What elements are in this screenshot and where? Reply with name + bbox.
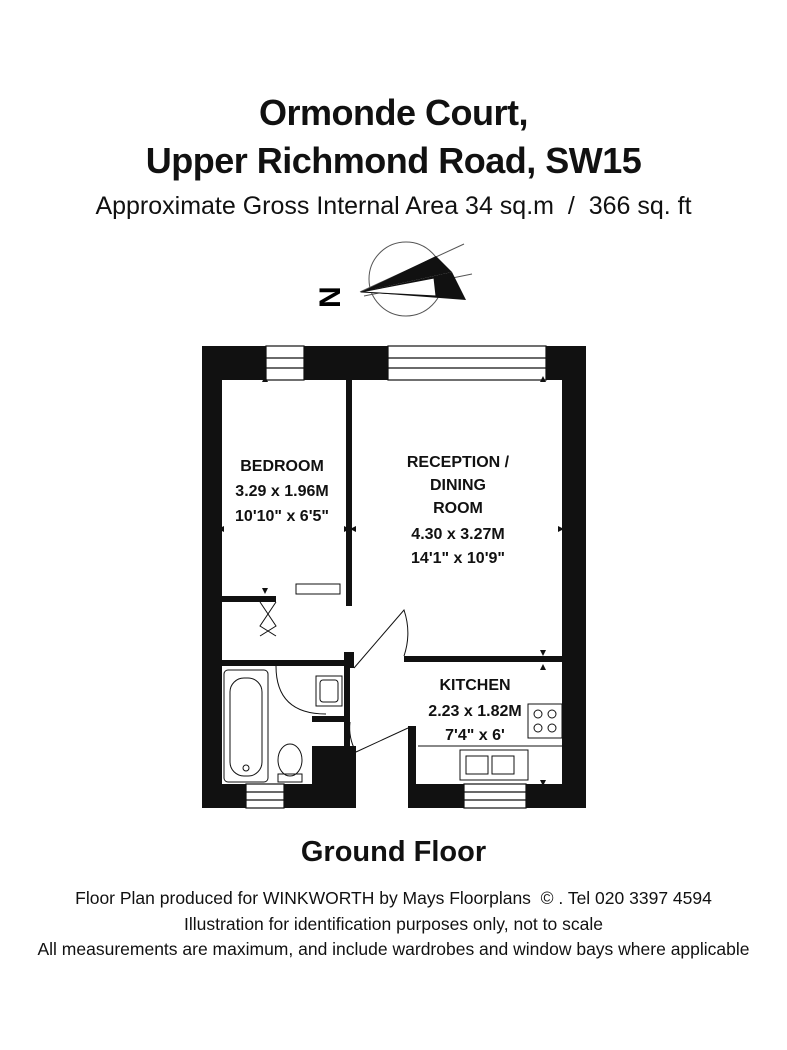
gross-internal-area: Approximate Gross Internal Area 34 sq.m … xyxy=(95,192,692,220)
kitchen-imperial: 7'4" x 6' xyxy=(445,727,505,744)
outer-walls xyxy=(202,346,586,808)
reception-name-line2: DINING xyxy=(430,477,486,494)
floor-label: Ground Floor xyxy=(300,836,487,868)
footer-measurement-note: All measurements are maximum, and includ… xyxy=(37,939,750,959)
bedroom-imperial: 10'10" x 6'5" xyxy=(235,508,329,525)
windows xyxy=(245,345,547,809)
floor-plan: BEDROOM 3.29 x 1.96M 10'10" x 6'5" RECEP… xyxy=(202,345,586,809)
property-name: Ormonde Court, xyxy=(259,92,529,133)
fixtures xyxy=(223,669,563,783)
bedroom-name: BEDROOM xyxy=(240,458,324,475)
reception-imperial: 14'1" x 10'9" xyxy=(411,550,505,567)
reception-name-line3: ROOM xyxy=(433,500,483,517)
property-address: Upper Richmond Road, SW15 xyxy=(145,140,642,181)
north-arrow-icon: N xyxy=(314,241,473,317)
kitchen-metric: 2.23 x 1.82M xyxy=(428,703,521,720)
footer-credit: Floor Plan produced for WINKWORTH by May… xyxy=(75,888,712,908)
dimension-markers xyxy=(218,376,564,786)
bedroom-metric: 3.29 x 1.96M xyxy=(235,483,328,500)
internal-walls xyxy=(222,380,562,808)
kitchen-name: KITCHEN xyxy=(439,677,510,694)
footer-disclaimer: Illustration for identification purposes… xyxy=(184,914,603,934)
doors xyxy=(259,583,409,753)
north-label: N xyxy=(314,286,347,308)
reception-metric: 4.30 x 3.27M xyxy=(411,526,504,543)
reception-name-line1: RECEPTION / xyxy=(407,454,510,471)
